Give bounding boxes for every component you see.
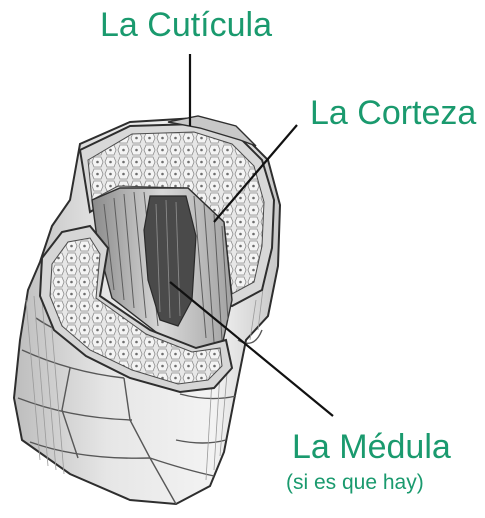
cuticle-label: La Cutícula [100,8,272,42]
medulla-label: La Médula [292,430,451,464]
medulla-note-label: (si es que hay) [286,472,424,493]
cortex-label: La Corteza [310,96,476,130]
